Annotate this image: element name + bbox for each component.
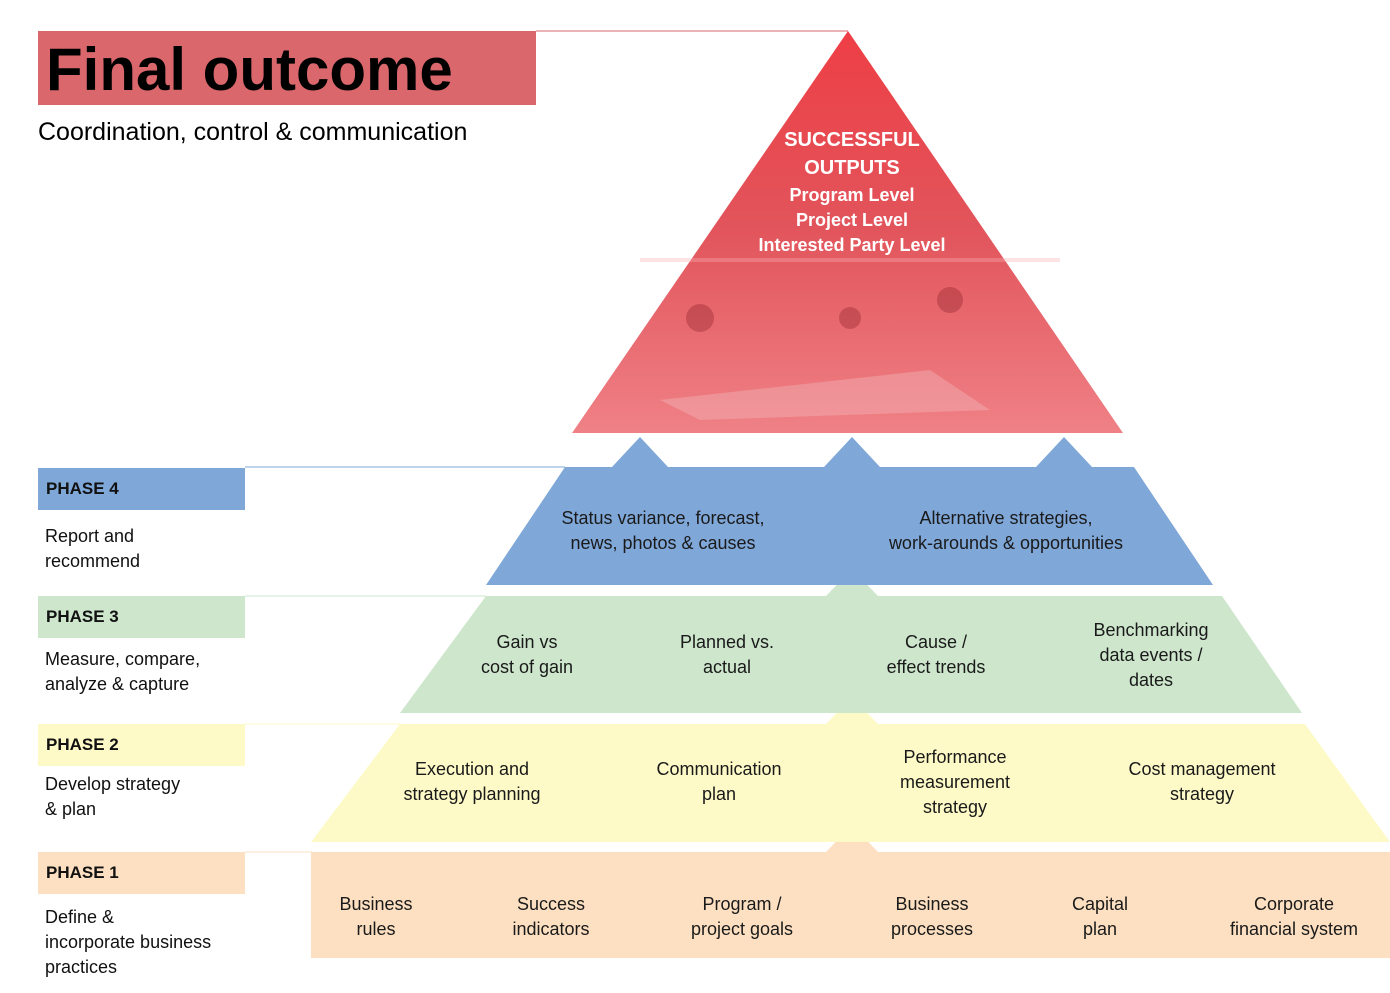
phase1-item-success-indicators: Success indicators (512, 892, 589, 942)
top-level-project: Project Level (795, 210, 909, 230)
phase1-desc-line: practices (45, 957, 118, 977)
item-line: Execution and (414, 759, 530, 779)
phase1-item-corporate-financial-system: Corporate financial system (1230, 892, 1358, 942)
item-line: Capital (1071, 894, 1129, 914)
item-line: work-arounds & opportunities (888, 533, 1124, 553)
phase1-band (311, 825, 1390, 958)
item-line: Cause / (904, 632, 968, 652)
page-subtitle: Coordination, control & communication (38, 118, 468, 146)
phase1-label: PHASE 1 (38, 852, 245, 894)
top-level-interested-party: Interested Party Level (758, 235, 946, 255)
phase2-band (311, 697, 1390, 842)
phase2-item-cost-management: Cost management strategy (1128, 757, 1275, 807)
phase1-item-business-processes: Business processes (891, 892, 973, 942)
phase4-band (486, 437, 1213, 585)
phase3-label: PHASE 3 (38, 596, 245, 638)
item-line: strategy (1169, 784, 1235, 804)
item-line: dates (1128, 670, 1174, 690)
phase4-label: PHASE 4 (38, 468, 245, 510)
item-line: measurement (899, 772, 1011, 792)
item-line: Gain vs (496, 632, 558, 652)
item-line: Business (895, 894, 969, 914)
item-line: actual (702, 657, 752, 677)
phase3-band (400, 569, 1302, 713)
phase1-desc-line: Define & (45, 907, 115, 927)
item-line: strategy planning (403, 784, 541, 804)
phase2-item-performance-measurement: Performance measurement strategy (900, 745, 1010, 820)
item-line: news, photos & causes (570, 533, 756, 553)
phase3-desc-line: Measure, compare, (45, 649, 201, 669)
phase2-desc-line: & plan (45, 799, 97, 819)
item-line: Corporate (1253, 894, 1335, 914)
item-line: Alternative strategies, (919, 508, 1093, 528)
page-title: Final outcome (46, 36, 453, 103)
item-line: Planned vs. (679, 632, 775, 652)
item-line: cost of gain (480, 657, 574, 677)
item-line: plan (701, 784, 737, 804)
phase2-description: Develop strategy & plan (45, 772, 245, 822)
phase4-item-status-variance: Status variance, forecast, news, photos … (561, 506, 764, 556)
item-line: Benchmarking (1093, 620, 1209, 640)
phase2-label: PHASE 2 (38, 724, 245, 766)
item-line: project goals (690, 919, 794, 939)
item-line: Program / (702, 894, 782, 914)
item-line: data events / (1099, 645, 1203, 665)
top-level-program: Program Level (789, 185, 915, 205)
phase1-item-capital-plan: Capital plan (1072, 892, 1128, 942)
item-line: Communication (656, 759, 782, 779)
phase3-item-gain-vs-cost: Gain vs cost of gain (481, 630, 573, 680)
item-line: effect trends (886, 657, 986, 677)
item-line: strategy (922, 797, 988, 817)
item-line: plan (1082, 919, 1118, 939)
item-line: financial system (1229, 919, 1359, 939)
phase1-description: Define & incorporate business practices (45, 905, 245, 980)
phase3-item-cause-effect: Cause / effect trends (887, 630, 986, 680)
title-banner (38, 31, 536, 105)
phase2-item-execution-planning: Execution and strategy planning (403, 757, 540, 807)
item-line: rules (356, 919, 396, 939)
item-line: Business (339, 894, 413, 914)
top-triangle (572, 31, 1123, 433)
phase3-desc-line: analyze & capture (45, 674, 190, 694)
meeting-scene-illustration (640, 258, 1060, 420)
phase2-item-communication-plan: Communication plan (656, 757, 781, 807)
phase2-desc-line: Develop strategy (45, 774, 181, 794)
item-line: Status variance, forecast, (561, 508, 765, 528)
item-line: Performance (903, 747, 1007, 767)
item-line: processes (890, 919, 974, 939)
top-heading-line2: OUTPUTS (804, 157, 900, 179)
top-heading-line1: SUCCESSFUL (784, 129, 920, 151)
phase3-item-planned-vs-actual: Planned vs. actual (680, 630, 774, 680)
phase3-description: Measure, compare, analyze & capture (45, 647, 245, 697)
item-line: Success (516, 894, 586, 914)
item-line: indicators (512, 919, 590, 939)
phase4-desc-line: Report and (45, 526, 135, 546)
item-line: Cost management (1128, 759, 1276, 779)
phase4-item-alternative-strategies: Alternative strategies, work-arounds & o… (889, 506, 1123, 556)
phase4-description: Report and recommend (45, 524, 245, 574)
phase1-item-program-project-goals: Program / project goals (691, 892, 793, 942)
phase4-desc-line: recommend (45, 551, 141, 571)
phase1-item-business-rules: Business rules (339, 892, 412, 942)
phase1-desc-line: incorporate business (45, 932, 212, 952)
phase3-item-benchmarking: Benchmarking data events / dates (1093, 618, 1208, 693)
